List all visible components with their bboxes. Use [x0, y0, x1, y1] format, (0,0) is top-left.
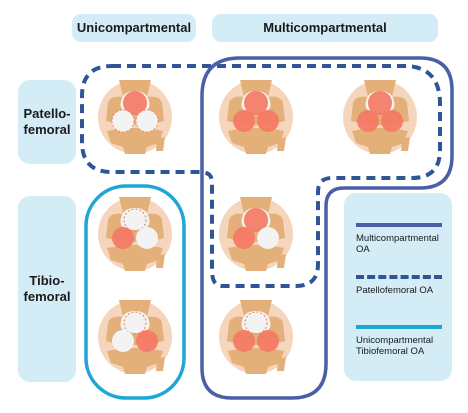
legend-item-patellofemoral: Patellofemoral OA — [356, 275, 442, 296]
column-header-multicompartmental: Multicompartmental — [212, 14, 438, 42]
row-header-patellofemoral-line-2: femoral — [23, 122, 71, 137]
row-header-tibiofemoral: Tibio- femoral — [18, 196, 76, 382]
legend-item-multicompartmental: Multicompartmental OA — [356, 223, 442, 255]
legend-label-multicompartmental-line-2: OA — [356, 244, 370, 255]
row-header-tibiofemoral-line-1: Tibio- — [29, 273, 65, 288]
patellofemoral-dashed-outline — [80, 64, 442, 288]
legend-label-unicompartmental-tf-line-2: Tibiofemoral OA — [356, 346, 425, 357]
multicompartmental-solid-outline — [200, 56, 454, 400]
legend: Multicompartmental OA Patellofemoral OA … — [344, 193, 452, 381]
legend-swatch-solid-navy — [356, 223, 442, 227]
column-header-unicompartmental: Unicompartmental — [72, 14, 196, 42]
legend-swatch-dashed-blue — [356, 275, 442, 279]
row-header-patellofemoral: Patello- femoral — [18, 80, 76, 164]
legend-label-unicompartmental-tf: Unicompartmental Tibiofemoral OA — [356, 335, 442, 357]
legend-swatch-solid-cyan — [356, 325, 442, 329]
knee-tf-uni-2 — [98, 300, 172, 374]
legend-item-unicompartmental-tf: Unicompartmental Tibiofemoral OA — [356, 325, 442, 357]
knee-tf-multi-1 — [219, 197, 293, 271]
knee-pf-uni — [98, 80, 172, 154]
knee-tf-uni-1 — [98, 197, 172, 271]
row-header-patellofemoral-line-1: Patello- — [23, 106, 71, 121]
row-header-tibiofemoral-line-2: femoral — [23, 289, 71, 304]
legend-label-multicompartmental-line-1: Multicompartmental — [356, 233, 439, 244]
knee-pf-multi-2 — [343, 80, 417, 154]
unicompartmental-tf-outline — [84, 184, 186, 400]
knee-pf-multi-1 — [219, 80, 293, 154]
knee-tf-multi-2 — [219, 300, 293, 374]
legend-label-unicompartmental-tf-line-1: Unicompartmental — [356, 335, 434, 346]
legend-label-patellofemoral: Patellofemoral OA — [356, 285, 434, 296]
legend-label-multicompartmental: Multicompartmental OA — [356, 233, 442, 255]
